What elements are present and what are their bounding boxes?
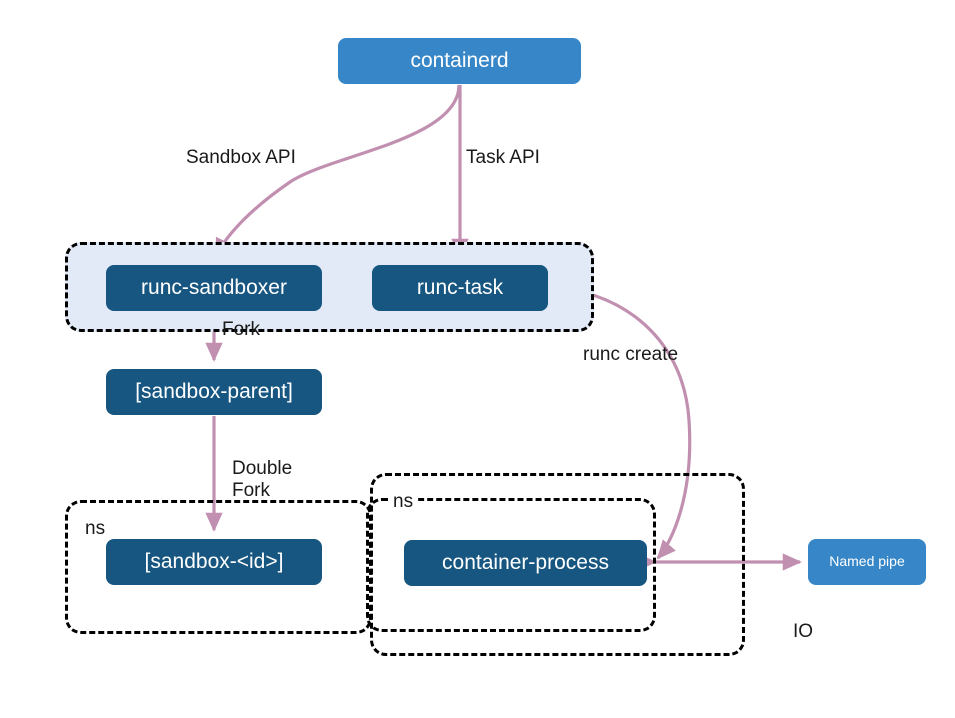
node-label-named-pipe: Named pipe [829,553,905,570]
group-label-ns-sandbox: ns [85,518,106,539]
node-container-process[interactable]: container-process [404,540,647,586]
edge-label-sandbox-api: Sandbox API [186,147,296,168]
node-runc-task[interactable]: runc-task [372,265,548,311]
node-label-runc-task: runc-task [416,276,504,300]
edge-label-task-api: Task API [466,147,540,168]
group-ns-sandbox [65,500,372,634]
edge-label-runc-create: runc create [583,344,679,365]
node-runc-sandboxer[interactable]: runc-sandboxer [106,265,322,311]
edge-containerd-to-runc-sandboxer [214,84,461,258]
node-label-containerd: containerd [410,49,509,73]
edge-label-double-fork: Double Fork [232,458,293,501]
node-label-sandbox-id: [sandbox-<id>] [144,550,284,574]
node-sandbox-parent[interactable]: [sandbox-parent] [106,369,322,415]
node-containerd[interactable]: containerd [338,38,581,84]
group-ns-container [366,498,656,632]
node-label-runc-sandboxer: runc-sandboxer [141,276,287,300]
node-label-container-process: container-process [442,551,609,575]
group-label-io: IO [793,621,814,642]
group-label-ns-container: ns [390,491,417,513]
node-named-pipe[interactable]: Named pipe [808,539,926,585]
node-sandbox-id[interactable]: [sandbox-<id>] [106,539,322,585]
node-label-sandbox-parent: [sandbox-parent] [135,380,293,404]
edge-label-fork: Fork [222,319,260,340]
